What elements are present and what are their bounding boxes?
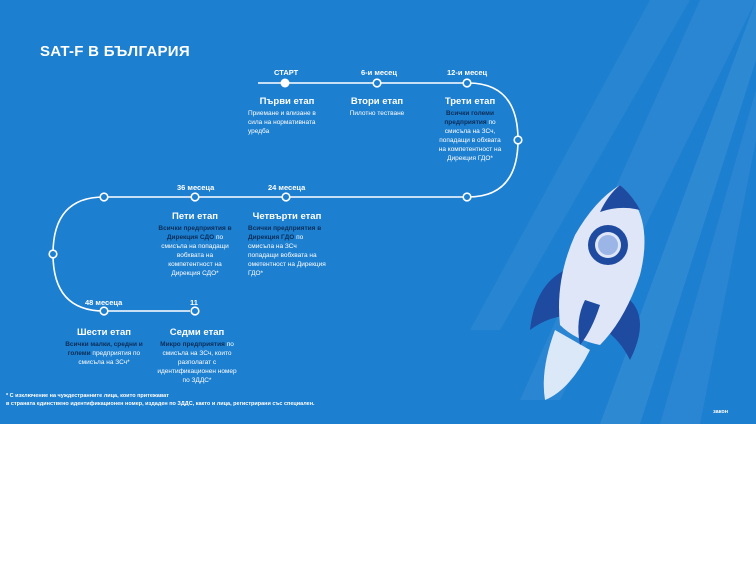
milestone-dot-mid-left <box>48 249 58 259</box>
label-6-months: 6-и месец <box>361 68 397 77</box>
stage-2-name: Втори етап <box>350 96 404 107</box>
milestone-dot-left-upper <box>99 192 109 202</box>
stage-6-desc: Всички малки, средни и големи предприяти… <box>65 341 143 366</box>
footnote-line-2: в страната единствено идентификационен н… <box>6 401 315 407</box>
corner-label: закон <box>713 409 729 415</box>
stage-1-desc: Приемане и влизане в сила на нормативнат… <box>248 110 316 135</box>
label-48-months: 48 месеца <box>85 298 123 307</box>
label-11: 11 <box>190 298 198 307</box>
stage-1: Първи етап Приемане и влизане в сила на … <box>248 96 326 136</box>
timeline-path <box>48 78 523 316</box>
milestone-dot-start <box>280 78 290 88</box>
stage-4-name: Четвърти етап <box>252 211 322 222</box>
milestone-dot-mid-right <box>513 135 523 145</box>
stage-6-name: Шести етап <box>77 327 131 338</box>
stage-5: Пети етап Всички предприятия в Дирекция … <box>155 211 235 278</box>
stage-5-name: Пети етап <box>172 211 218 222</box>
stage-3-desc: Всички големи предприятия по смисъла на … <box>438 110 502 162</box>
stage-6: Шести етап Всички малки, средни и големи… <box>64 327 144 367</box>
stage-3-name: Трети етап <box>444 96 496 107</box>
footnote: * С изключение на чуждестранните лица, к… <box>6 392 315 408</box>
stage-4: Четвърти етап Всички предприятия в Дирек… <box>248 211 326 278</box>
milestone-dot-12 <box>462 78 472 88</box>
slide: SAT-F В БЪЛГАРИЯ СТАРТ 6-и месец 12-и ме… <box>0 0 756 424</box>
milestone-dot-48 <box>99 306 109 316</box>
label-12-months: 12-и месец <box>447 68 488 77</box>
milestone-dot-6 <box>372 78 382 88</box>
stage-3: Трети етап Всички големи предприятия по … <box>438 96 502 163</box>
stage-7-desc: Микро предприятия по смисъла на ЗСч, кои… <box>157 341 237 384</box>
label-36-months: 36 месеца <box>177 183 215 192</box>
milestone-dot-11 <box>190 306 200 316</box>
rocket-illustration <box>470 0 756 424</box>
stage-2: Втори етап Пилотно тестване <box>340 96 414 118</box>
stage-2-desc: Пилотно тестване <box>349 110 405 117</box>
stage-7: Седми етап Микро предприятия по смисъла … <box>155 327 239 385</box>
stage-7-name: Седми етап <box>169 327 225 338</box>
milestone-dot-24 <box>281 192 291 202</box>
page-title: SAT-F В БЪЛГАРИЯ <box>40 43 190 60</box>
stage-4-desc: Всички предприятия в Дирекция ГДО по сми… <box>248 225 326 277</box>
label-start: СТАРТ <box>274 68 299 77</box>
stage-1-name: Първи етап <box>259 96 315 107</box>
label-24-months: 24 месеца <box>268 183 306 192</box>
milestone-dot-right-lower <box>462 192 472 202</box>
footnote-line-1: * С изключение на чуждестранните лица, к… <box>6 393 169 399</box>
milestone-dot-36 <box>190 192 200 202</box>
stage-5-desc: Всички предприятия в Дирекция СДО по сми… <box>158 225 232 277</box>
